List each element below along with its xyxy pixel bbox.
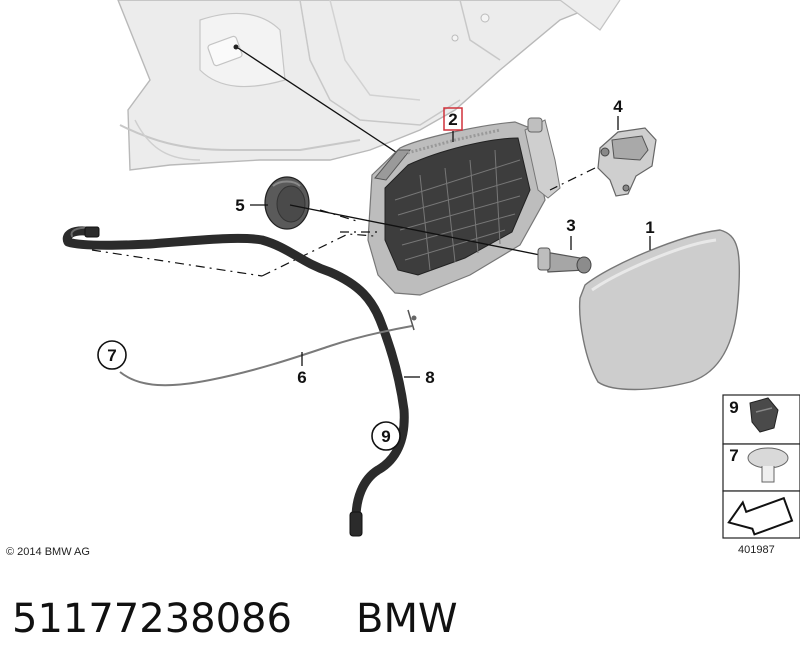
- dash-cable-2: [261, 233, 375, 277]
- legend-label: 7: [729, 446, 738, 465]
- callout-1[interactable]: 1: [645, 218, 654, 237]
- callout-label: 1: [645, 218, 654, 237]
- legend-label: 9: [729, 398, 738, 417]
- actuator-part: [597, 127, 657, 197]
- filler-housing-part: [367, 117, 561, 296]
- callout-5[interactable]: 5: [235, 196, 244, 215]
- callout-6[interactable]: 6: [297, 368, 306, 387]
- callout-label: 3: [566, 216, 575, 235]
- drain-hose-part: [62, 226, 409, 537]
- leader-panel: [237, 47, 406, 159]
- arrow-icon[interactable]: [724, 489, 794, 541]
- brand-name: BMW: [356, 596, 458, 642]
- callout-label: 4: [613, 97, 623, 116]
- callout-9-circled[interactable]: 9: [371, 421, 401, 451]
- callout-label: 6: [297, 368, 306, 387]
- legend-panel: 9 7: [722, 394, 800, 541]
- legend-item-9[interactable]: 9: [729, 397, 779, 433]
- callout-7-circled[interactable]: 7: [97, 340, 127, 370]
- legend-item-7[interactable]: 7: [729, 446, 789, 483]
- callout-3[interactable]: 3: [566, 216, 575, 235]
- callout-4[interactable]: 4: [613, 97, 623, 116]
- dash-cable-1: [91, 249, 263, 277]
- grommet-part: [264, 176, 310, 230]
- callout-2[interactable]: 2: [443, 107, 463, 131]
- fuel-flap-part: [578, 229, 741, 391]
- diagram-number: 401987: [738, 544, 775, 556]
- copyright-text: © 2014 BMW AG: [6, 546, 90, 558]
- callout-label: 9: [381, 427, 390, 446]
- dash-4-to-2: [549, 167, 596, 191]
- part-number: 51177238086: [12, 596, 292, 642]
- highlight-box: [443, 107, 463, 131]
- leader-5-to-2: [289, 204, 541, 256]
- pin-part: [537, 247, 592, 274]
- release-cable-part: [119, 309, 417, 387]
- callout-label: 2: [448, 110, 457, 129]
- callout-label: 5: [235, 196, 244, 215]
- callout-8[interactable]: 8: [425, 368, 434, 387]
- dash-5: [319, 209, 361, 223]
- callout-label: 8: [425, 368, 434, 387]
- callout-label: 7: [107, 346, 116, 365]
- body-side-panel: [117, 0, 621, 171]
